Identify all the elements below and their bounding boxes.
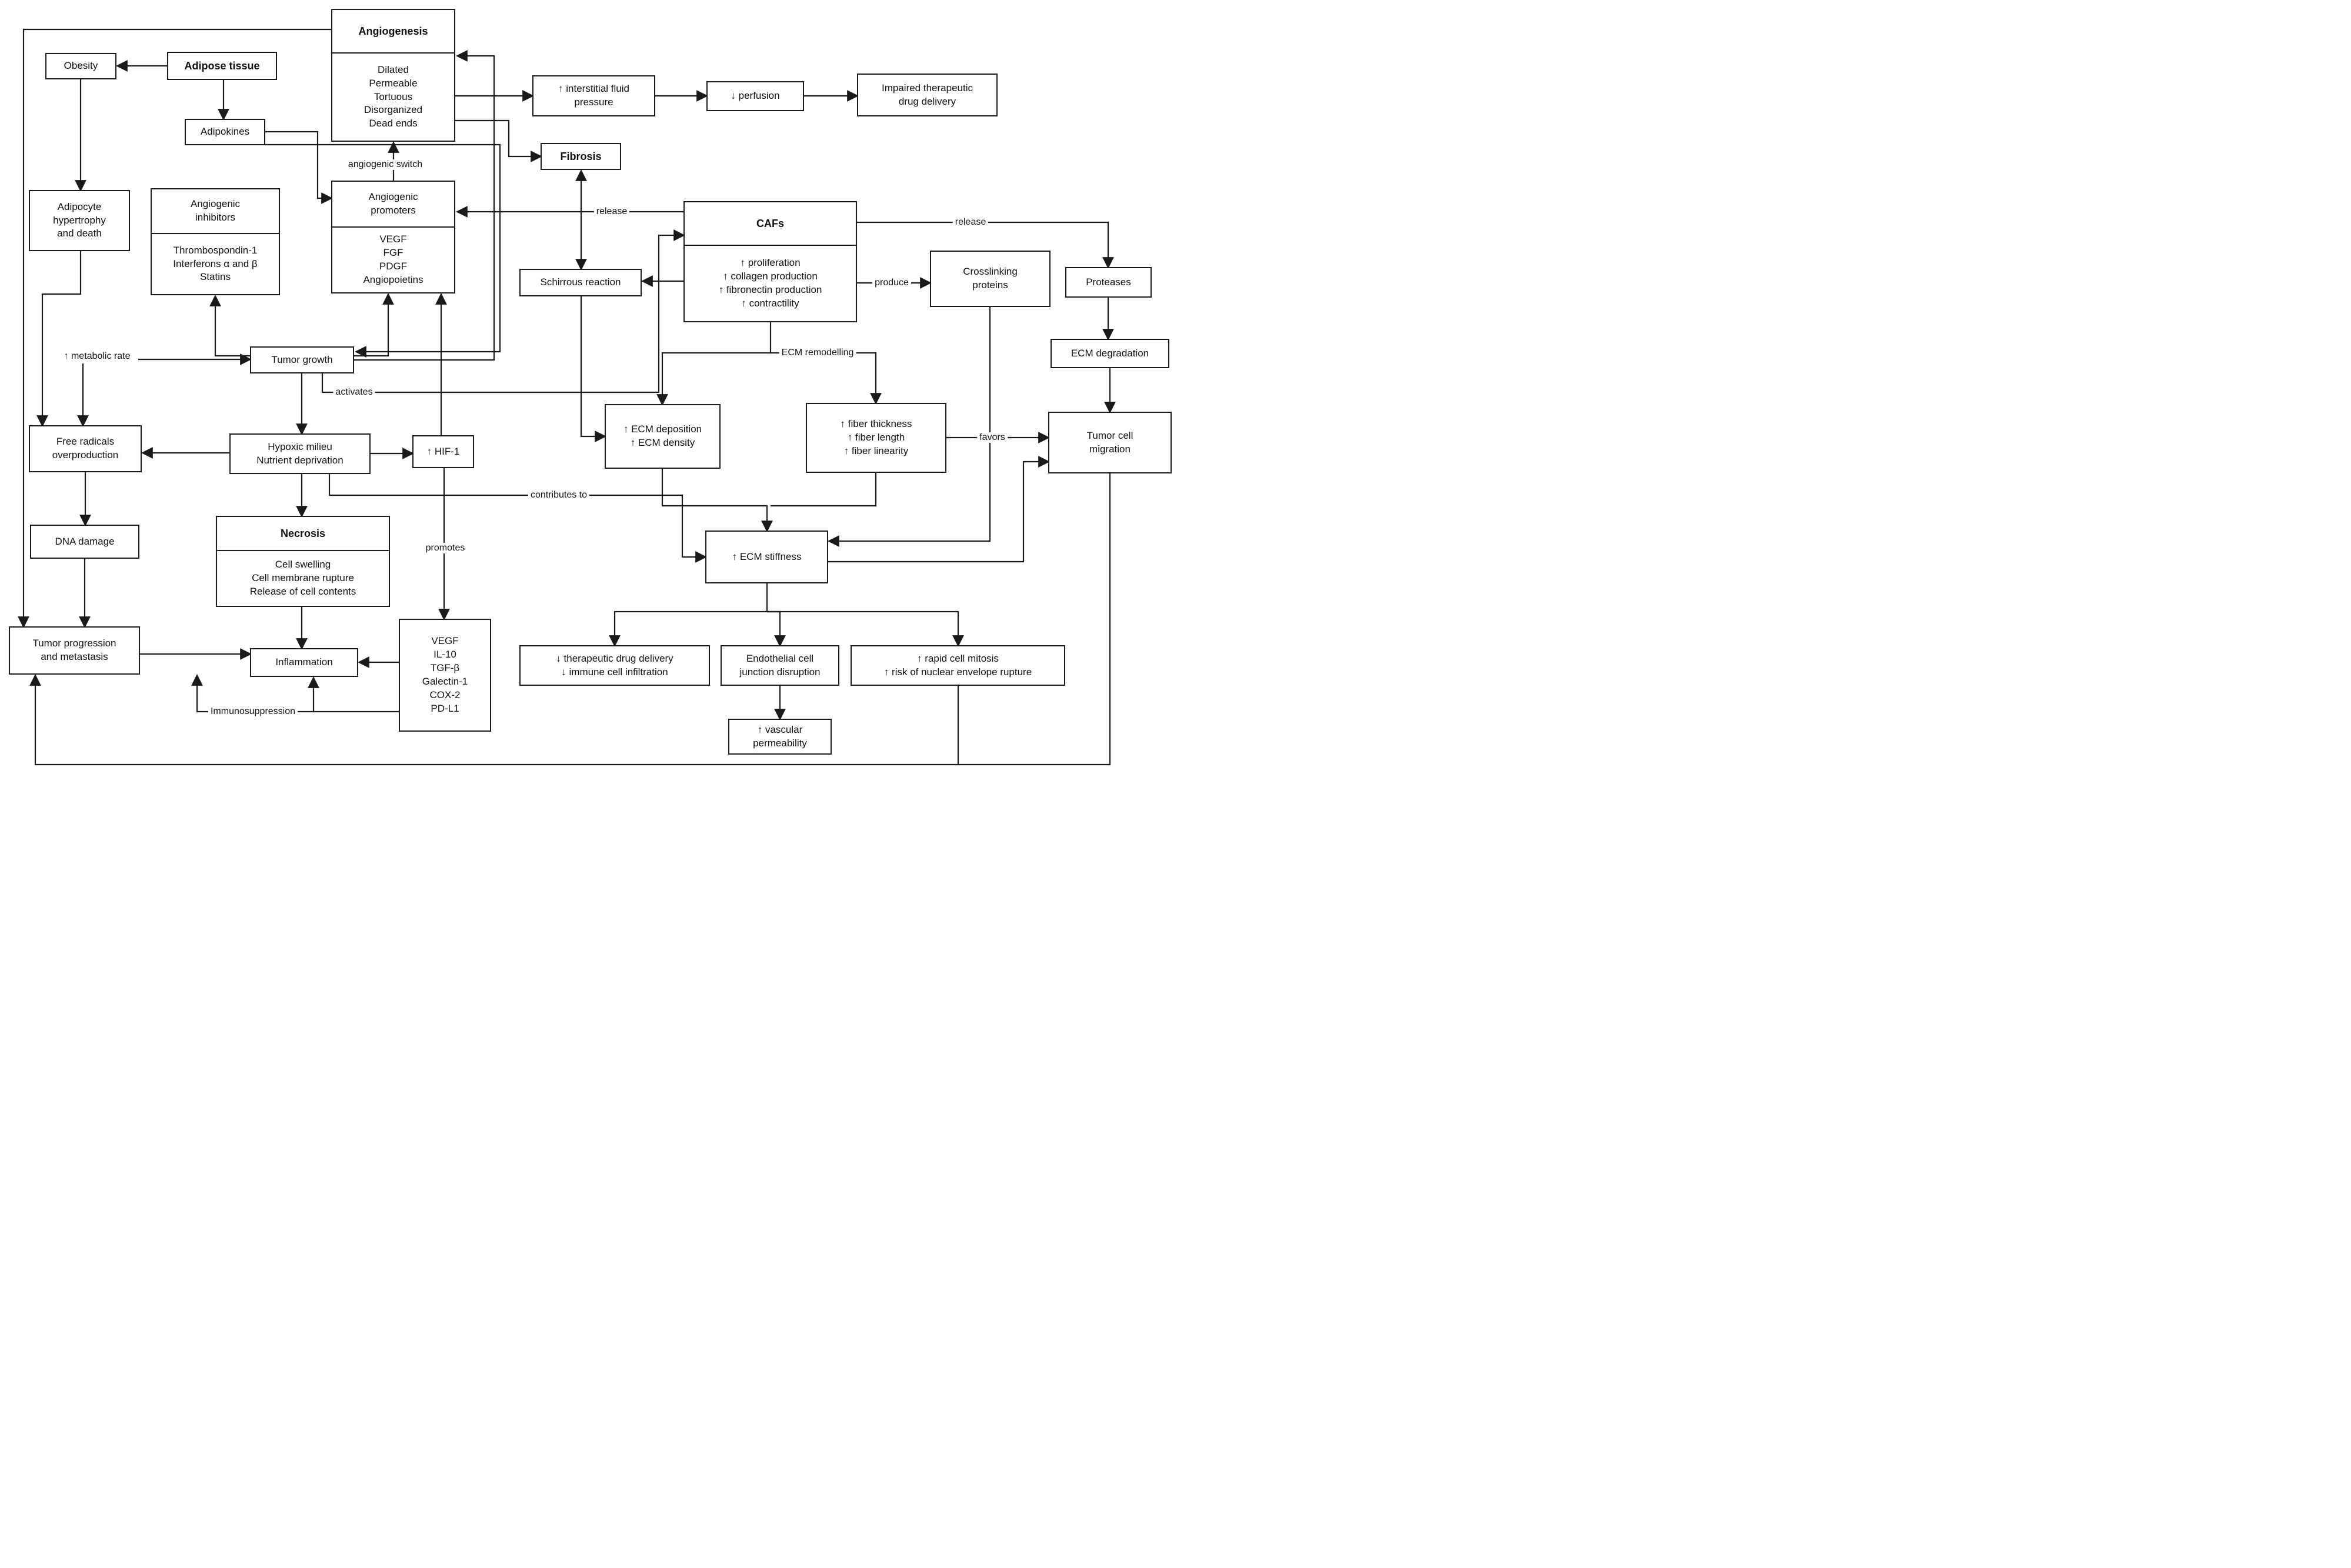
edge-fiber-to-stiffness-join [771,473,877,507]
node-ecm-deposition: ↑ ECM deposition ↑ ECM density [605,404,721,469]
node-angiogenic-inhibitors-title: Angiogenic inhibitors [152,189,279,234]
edge-adipocyte-to-free-radicals [36,251,82,427]
node-fiber-properties: ↑ fiber thickness ↑ fiber length ↑ fiber… [806,403,946,473]
node-ecm-stiffness: ↑ ECM stiffness [705,531,828,583]
node-hif-1: ↑ HIF-1 [412,435,474,468]
edge-cafs-ecm-remodelling-left [656,322,772,406]
node-cafs-title: CAFs [685,202,856,246]
node-angiogenesis-title: Angiogenesis [332,10,454,54]
node-adipose-tissue: Adipose tissue [167,52,277,80]
edge-label-activates: activates [333,387,375,398]
node-proteases: Proteases [1065,267,1152,298]
node-obesity: Obesity [45,53,116,79]
edge-tumor-growth-to-angiogenesis [354,50,495,361]
node-schirrous-reaction: Schirrous reaction [519,269,642,296]
edge-outer-left-loop [18,28,331,628]
edge-label-angiogenic-switch: angiogenic switch [345,159,425,170]
edge-schirrous-to-deposition [580,296,606,442]
node-angiogenic-promoters-body: VEGF FGF PDGF Angiopoietins [363,233,423,285]
node-necrosis-body: Cell swelling Cell membrane rupture Rele… [249,559,356,597]
node-rapid-mitosis: ↑ rapid cell mitosis ↑ risk of nuclear e… [851,645,1065,686]
node-interstitial-fluid-pressure: ↑ interstitial fluid pressure [532,75,655,116]
node-adipocyte-hypertrophy: Adipocyte hypertrophy and death [29,190,130,251]
edge-deposition-to-stiffness [661,469,773,532]
node-crosslinking-proteins: Crosslinking proteins [930,251,1051,307]
node-vascular-permeability: ↑ vascular permeability [728,719,832,755]
node-ecm-degradation: ECM degradation [1051,339,1169,368]
node-inflammation: Inflammation [250,648,358,677]
edge-tumor-growth-to-promoters [354,293,394,357]
edge-immunosuppression-line [191,674,399,713]
edge-label-metabolic-rate: ↑ metabolic rate [61,351,133,362]
edge-to-fibrosis [455,119,542,162]
edge-label-release-right: release [952,217,989,228]
edge-contributes-line [328,474,707,563]
edge-adipokines-to-tumor-growth [265,144,501,358]
node-fibrosis: Fibrosis [541,143,621,170]
node-angiogenesis-body: Dilated Permeable Tortuous Disorganized … [364,64,423,129]
edge-tumor-growth-to-inhibitors [209,295,250,357]
edge-label-immunosuppression: Immunosuppression [208,706,298,717]
edge-label-favors: favors [977,432,1008,443]
edge-label-produce: produce [872,278,911,288]
edge-label-contributes-to: contributes to [528,490,590,501]
node-tumor-progression: Tumor progression and metastasis [9,626,140,675]
edge-cafs-release-proteases [857,221,1114,269]
node-secreted-factors: VEGF IL-10 TGF-β Galectin-1 COX-2 PD-L1 [399,619,491,732]
edge-label-release-left: release [593,206,630,217]
edge-adipokines-to-promoters [265,131,333,204]
edge-label-promotes: promotes [423,543,468,553]
node-impaired-drug-delivery: Impaired therapeutic drug delivery [857,74,998,116]
node-perfusion: ↓ perfusion [706,81,804,111]
node-tumor-cell-migration: Tumor cell migration [1048,412,1172,473]
node-tumor-growth: Tumor growth [250,346,354,373]
node-hypoxic-milieu: Hypoxic milieu Nutrient deprivation [229,433,371,474]
edge-stiffness-to-migration [828,456,1050,563]
node-free-radicals: Free radicals overproduction [29,425,142,472]
edge-cafs-ecm-remodelling-right [771,352,882,405]
edge-migration-bottom-loop [29,473,1111,766]
edge-stiffness-to-mitosis [767,610,964,647]
edge-stiffness-to-endothelial [767,610,786,647]
node-dna-damage: DNA damage [30,525,139,559]
edge-label-ecm-remodelling: ECM remodelling [779,348,856,358]
node-necrosis-title: Necrosis [217,517,389,551]
edge-stiffness-to-delivery [609,583,768,647]
node-reduced-delivery-infiltration: ↓ therapeutic drug delivery ↓ immune cel… [519,645,710,686]
node-angiogenic-promoters-title: Angiogenic promoters [332,182,454,228]
edge-activates-line [321,229,685,393]
node-adipokines: Adipokines [185,119,265,145]
node-angiogenic-inhibitors-body: Thrombospondin-1 Interferons α and β Sta… [173,244,258,283]
edge-crosslinking-to-stiffness [828,307,991,547]
node-endothelial-junction-disruption: Endothelial cell junction disruption [721,645,839,686]
node-cafs: CAFs ↑ proliferation ↑ collagen productio… [683,201,857,322]
connector-lines [18,28,1116,766]
node-cafs-body: ↑ proliferation ↑ collagen production ↑ … [718,257,822,309]
